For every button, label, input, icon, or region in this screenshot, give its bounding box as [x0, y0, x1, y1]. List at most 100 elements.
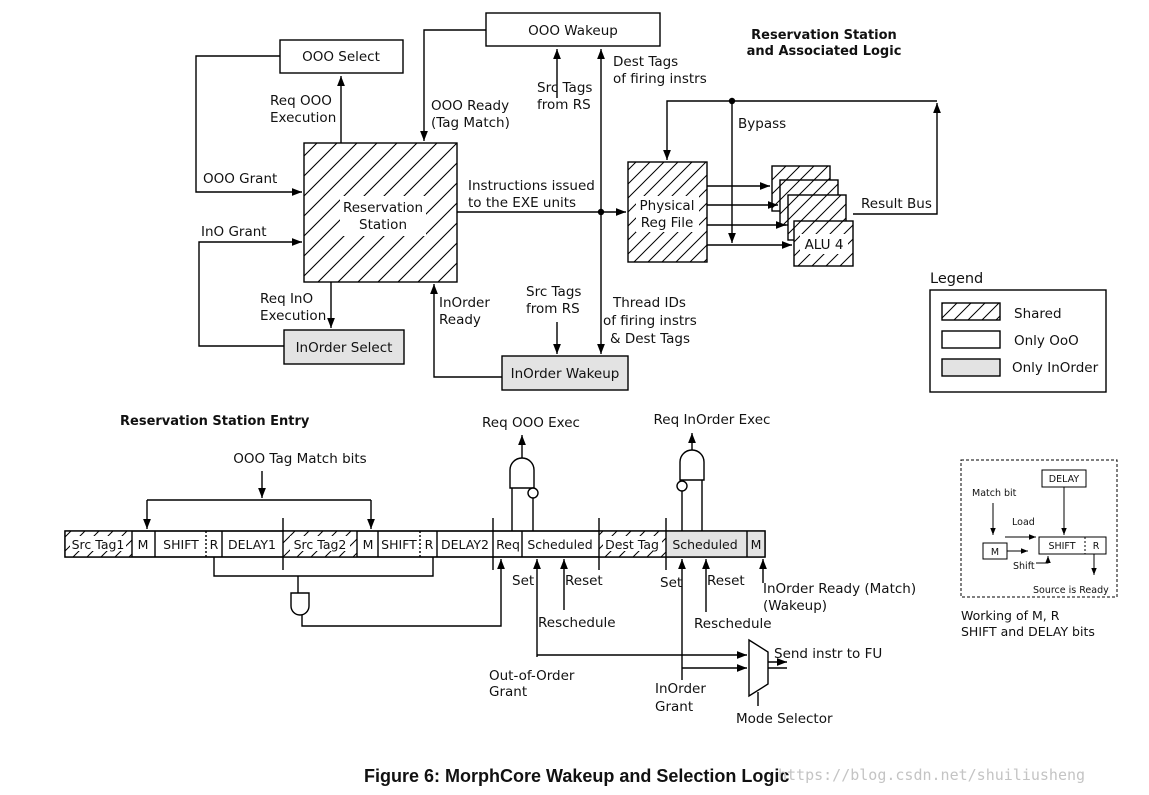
legend-shared-label: Shared — [1014, 306, 1062, 322]
ooo-tag-match-label: OOO Tag Match bits — [233, 451, 366, 467]
result-bus-label: Result Bus — [861, 196, 932, 212]
entry-field-src-tag2: Src Tag2 — [294, 537, 347, 552]
req-ooo-label-2: Execution — [270, 110, 336, 126]
legend-swatch-inorder — [941, 358, 1001, 377]
ooo-wakeup-block: OOO Wakeup — [485, 12, 661, 47]
entry-field-m1: M — [138, 537, 149, 552]
rs-label-line1: Reservation — [343, 200, 423, 216]
ooo-tag-match-wires — [143, 471, 375, 529]
entry-field-delay2: DELAY2 — [441, 537, 489, 552]
ooo-select-wires — [195, 29, 561, 196]
mini-delay-label: DELAY — [1049, 474, 1080, 485]
entry-field-shift1: SHIFT — [163, 537, 199, 552]
mini-shift-reg-label: SHIFT — [1048, 541, 1075, 552]
dest-tags-label-2: of firing instrs — [613, 71, 707, 87]
entry-field-m-inorder: M — [751, 537, 762, 552]
thread-ids-label-1: Thread IDs — [612, 295, 686, 311]
req-inorder-exec-gate — [676, 433, 705, 531]
inorder-reschedule-label: Reschedule — [694, 616, 772, 632]
src-tags-top-label-2: from RS — [537, 97, 591, 113]
entry-field-req: Req — [496, 537, 520, 552]
mini-shift-label: Shift — [1013, 561, 1035, 572]
mode-selector-label: Mode Selector — [736, 711, 833, 727]
ooo-scheduled-controls — [533, 559, 747, 659]
inorder-select-block: InOrder Select — [283, 329, 405, 365]
entry-field-r1: R — [210, 537, 219, 552]
entry-field-delay1: DELAY1 — [228, 537, 276, 552]
entry-field-scheduled-ooo: Scheduled — [527, 537, 592, 552]
legend-inorder-label: Only InOrder — [1012, 360, 1099, 376]
mode-selector-mux — [748, 638, 787, 706]
rs-label-line2: Station — [359, 217, 407, 233]
src-tags-top-label-1: Src Tags — [537, 80, 592, 96]
mini-caption-line2: SHIFT and DELAY bits — [961, 624, 1095, 639]
ooo-select-label: OOO Select — [302, 49, 380, 65]
req-ooo-exec-label: Req OOO Exec — [482, 415, 580, 431]
inorder-wakeup-block: InOrder Wakeup — [501, 355, 629, 391]
ooo-wakeup-label: OOO Wakeup — [528, 23, 618, 39]
mini-source-ready-label: Source is Ready — [1033, 585, 1109, 596]
ready-and-gate — [213, 557, 505, 627]
inorder-grant-entry-label-1: InOrder — [655, 681, 706, 697]
entry-field-m2: M — [363, 537, 374, 552]
physical-reg-file-block: Physical Reg File — [627, 161, 708, 263]
figure-caption: Figure 6: MorphCore Wakeup and Selection… — [364, 766, 789, 786]
entry-field-shift2: SHIFT — [381, 537, 417, 552]
entry-field-r2: R — [425, 537, 434, 552]
inorder-scheduled-controls — [678, 559, 767, 680]
entry-field-src-tag1: Src Tag1 — [72, 537, 125, 552]
legend-swatch-ooo — [941, 330, 1001, 349]
issued-label-1: Instructions issued — [468, 178, 595, 194]
req-ooo-exec-gate — [509, 435, 539, 531]
legend-ooo-label: Only OoO — [1014, 333, 1079, 349]
inorder-ready-match-label-1: InOrder Ready (Match) — [763, 581, 916, 597]
req-inorder-exec-label: Req InOrder Exec — [654, 412, 771, 428]
legend-title: Legend — [930, 271, 983, 287]
inorder-select-wires — [198, 238, 561, 378]
mini-r-label: R — [1093, 541, 1100, 552]
mini-caption-line1: Working of M, R — [961, 608, 1060, 623]
entry-field-scheduled-inorder: Scheduled — [672, 537, 737, 552]
ooo-grant-entry-label-1: Out-of-Order — [489, 668, 575, 684]
legend: Legend Shared Only OoO Only InOrder — [929, 271, 1107, 393]
mini-load-label: Load — [1012, 517, 1035, 528]
mini-match-bit-label: Match bit — [972, 488, 1017, 499]
section-title-line2: and Associated Logic — [747, 44, 902, 59]
ooo-reset-label: Reset — [565, 573, 603, 589]
src-tags-bot-label-2: from RS — [526, 301, 580, 317]
entry-title: Reservation Station Entry — [120, 414, 310, 429]
req-ino-label-2: Execution — [260, 308, 326, 324]
ooo-grant-label: OOO Grant — [203, 171, 277, 187]
req-ooo-label-1: Req OOO — [270, 93, 332, 109]
section-title-line1: Reservation Station — [751, 28, 897, 43]
inorder-ready-label-1: InOrder — [439, 295, 490, 311]
dest-tags-label-1: Dest Tags — [613, 54, 678, 70]
ooo-select-block: OOO Select — [279, 39, 404, 74]
inorder-ready-match-label-2: (Wakeup) — [763, 598, 827, 614]
inorder-select-label: InOrder Select — [296, 340, 393, 356]
legend-swatch-shared — [941, 302, 1001, 321]
src-tags-bot-label-1: Src Tags — [526, 284, 581, 300]
datapath-wires — [457, 49, 941, 354]
reservation-station-block: Reservation Station — [303, 142, 458, 283]
ooo-grant-entry-label-2: Grant — [489, 684, 527, 700]
issued-label-2: to the EXE units — [468, 195, 576, 211]
mini-m-label: M — [991, 547, 999, 558]
ooo-ready-label-1: OOO Ready — [431, 98, 509, 114]
req-ino-label-1: Req InO — [260, 291, 313, 307]
send-instr-label: Send instr to FU — [774, 646, 882, 662]
alu4-label: ALU 4 — [805, 237, 844, 253]
thread-ids-label-2: of firing instrs — [603, 313, 697, 329]
alu-stack: ALU 4 — [771, 165, 854, 267]
inorder-wakeup-label: InOrder Wakeup — [511, 366, 620, 382]
ino-grant-label: InO Grant — [201, 224, 267, 240]
ooo-ready-label-2: (Tag Match) — [431, 115, 510, 131]
prf-label-line2: Reg File — [641, 215, 694, 231]
inorder-grant-entry-label-2: Grant — [655, 699, 693, 715]
bypass-label: Bypass — [738, 116, 786, 132]
rs-entry-strip: Src Tag1 M SHIFT R DELAY1 Src Tag2 M SHI… — [64, 518, 766, 570]
entry-field-dest-tag: Dest Tag — [605, 537, 659, 552]
inorder-reset-label: Reset — [707, 573, 745, 589]
ooo-reschedule-label: Reschedule — [538, 615, 616, 631]
